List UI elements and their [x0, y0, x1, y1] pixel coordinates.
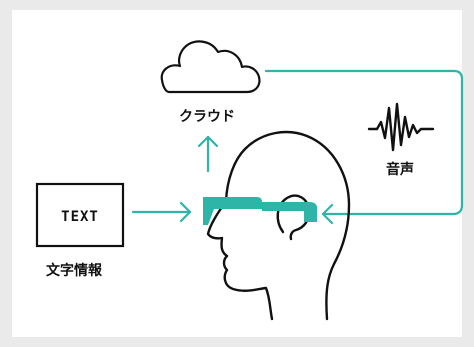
head-profile-icon	[206, 130, 351, 321]
sound-wave-icon	[367, 102, 435, 152]
text-document-icon: TEXT	[35, 182, 125, 248]
cloud-up-arrow	[197, 135, 219, 173]
text-box-label: TEXT	[61, 209, 99, 225]
cloud-icon	[160, 40, 261, 94]
cloud-label: クラウド	[179, 109, 235, 125]
smart-glasses-icon	[203, 197, 317, 225]
diagram-canvas	[12, 10, 462, 337]
text-to-glasses-arrow	[131, 201, 192, 223]
audio-connector-line	[264, 69, 464, 225]
text-info-label: 文字情報	[46, 262, 103, 279]
audio-label: 音声	[386, 161, 414, 178]
